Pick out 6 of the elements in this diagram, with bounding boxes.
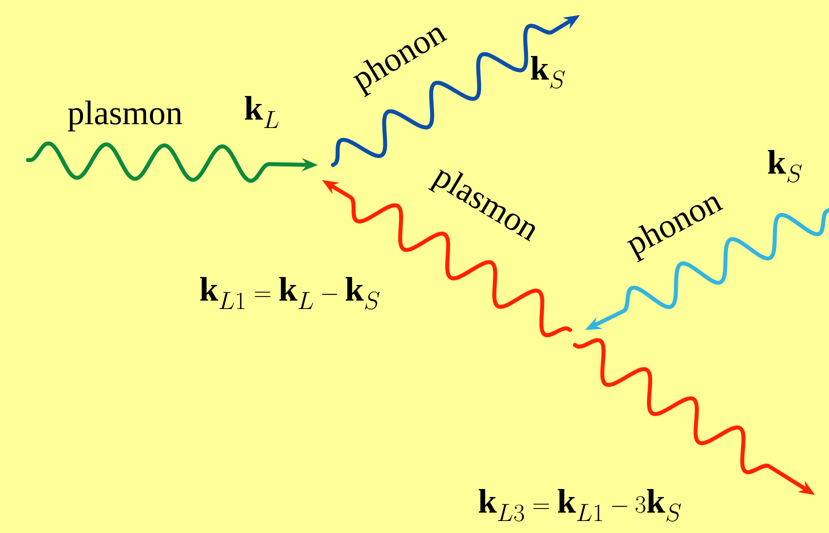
formula-label: $\mathbf{k}_S$ bbox=[768, 150, 802, 183]
formula-label: $\mathbf{k}_L$ bbox=[244, 96, 279, 128]
formula-label: $\mathbf{k}_{L3}=\mathbf{k}_{L1}-3\mathbf{k}_S$ bbox=[478, 489, 681, 522]
formula-label: $\mathbf{k}_{L1}=\mathbf{k}_L-\mathbf{k}_S$ bbox=[200, 277, 380, 310]
formula-label: $\mathbf{k}_S$ bbox=[530, 56, 565, 89]
particle-label: plasmon bbox=[68, 100, 182, 132]
